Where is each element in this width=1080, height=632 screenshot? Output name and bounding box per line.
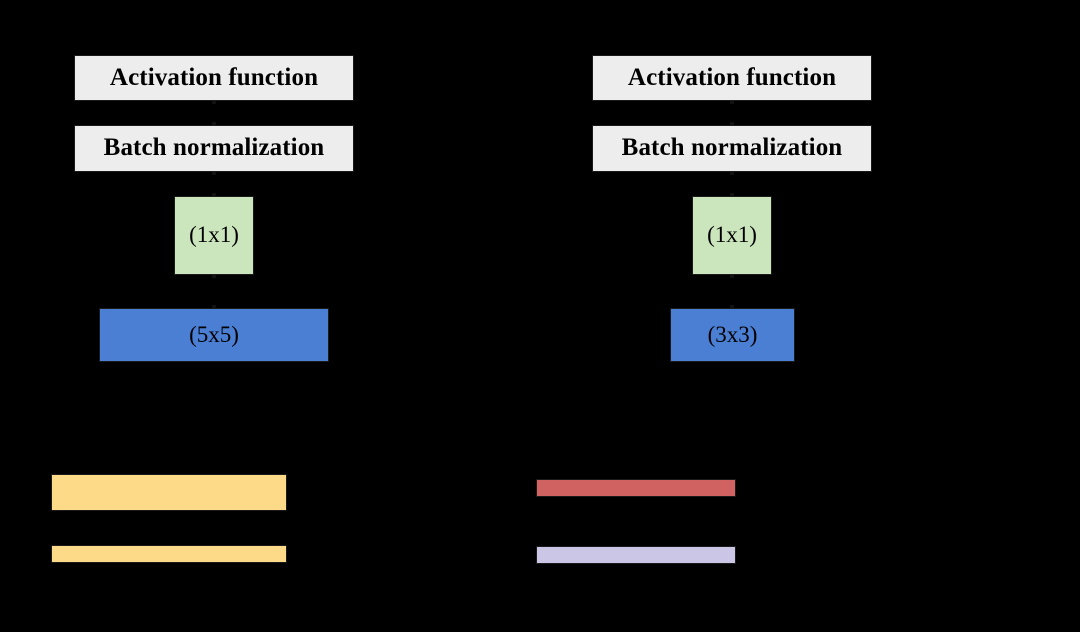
right-kernel-1x1[interactable]: (1x1) <box>692 196 772 275</box>
right-bar-upper[interactable] <box>536 479 736 497</box>
left-conn-bn-1x1-connector <box>212 172 216 196</box>
right-activation-label: Activation function <box>627 63 837 91</box>
right-conn-bn-1x1-connector <box>730 172 734 196</box>
left-bar-upper[interactable] <box>51 474 287 511</box>
left-activation-label: Activation function <box>109 63 319 91</box>
left-kernel-1x1-label: (1x1) <box>189 222 239 248</box>
right-activation[interactable]: Activation function <box>592 55 872 101</box>
right-bar-lower[interactable] <box>536 546 736 564</box>
right-kernel-conv-label: (3x3) <box>707 321 758 347</box>
left-batchnorm-label: Batch normalization <box>103 134 325 162</box>
right-kernel-conv[interactable]: (3x3) <box>670 308 795 362</box>
right-conn-act-bn-connector <box>730 101 734 125</box>
right-batchnorm-label: Batch normalization <box>621 134 843 162</box>
right-batchnorm[interactable]: Batch normalization <box>592 125 872 172</box>
left-kernel-conv[interactable]: (5x5) <box>99 308 329 362</box>
left-batchnorm[interactable]: Batch normalization <box>74 125 354 172</box>
left-kernel-conv-label: (5x5) <box>189 321 239 347</box>
left-bar-lower[interactable] <box>51 545 287 563</box>
left-conn-act-bn-connector <box>212 101 216 125</box>
right-conn-1x1-conv-connector <box>730 275 734 308</box>
left-kernel-1x1[interactable]: (1x1) <box>174 196 254 275</box>
right-kernel-1x1-label: (1x1) <box>707 222 757 248</box>
left-conn-1x1-conv-connector <box>212 275 216 308</box>
left-activation[interactable]: Activation function <box>74 55 354 101</box>
